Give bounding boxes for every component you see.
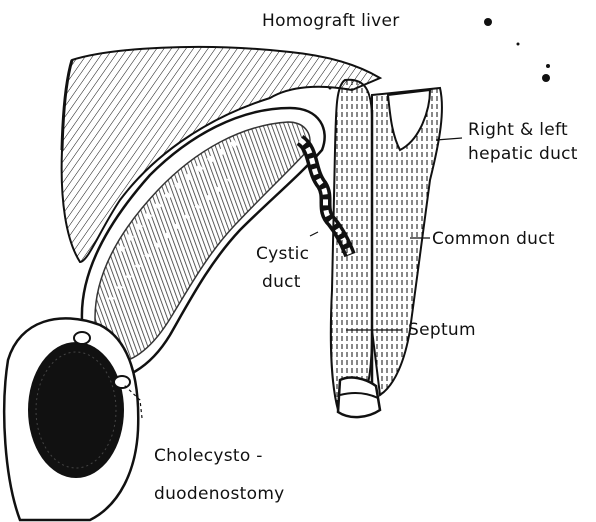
common-duct — [331, 80, 442, 417]
leader-cystic-duct — [310, 232, 318, 236]
label-cholecysto-line2: duodenostomy — [154, 484, 285, 504]
label-septum: Septum — [408, 320, 476, 340]
label-cystic-duct-line2: duct — [262, 272, 301, 292]
label-homograft-liver: Homograft liver — [262, 11, 400, 31]
label-right-left-hepatic-line1: Right & left — [468, 120, 568, 140]
label-right-left-hepatic-line2: hepatic duct — [468, 144, 578, 164]
duodenum — [4, 318, 138, 520]
label-cystic-duct-line1: Cystic — [256, 244, 309, 264]
label-cholecysto-line1: Cholecysto - — [154, 446, 263, 466]
label-common-duct: Common duct — [432, 229, 555, 249]
